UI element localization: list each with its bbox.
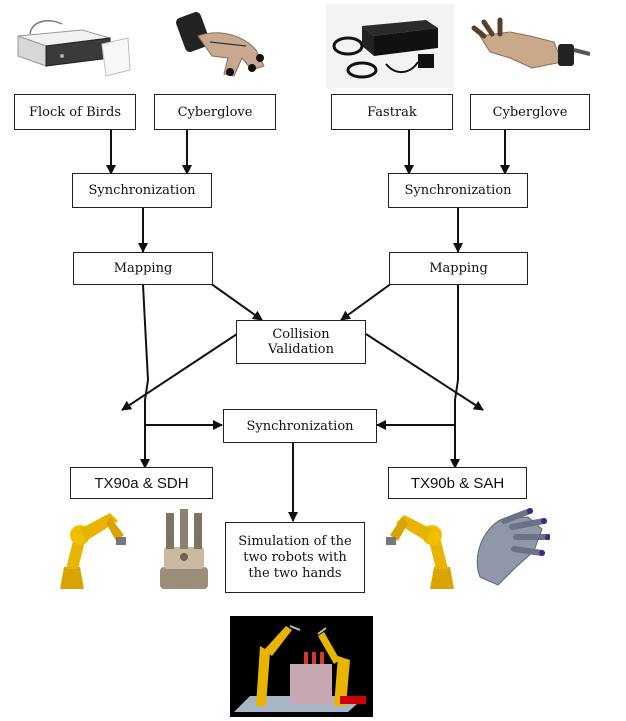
sync-left-box: Synchronization — [72, 173, 212, 208]
cyberglove-left-box: Cyberglove — [154, 94, 276, 130]
cyberglove-right-box: Cyberglove — [470, 94, 590, 130]
mapping-right-box: Mapping — [389, 252, 528, 285]
arrow-mapping-right-down — [450, 285, 460, 469]
simulation-label-line3: the two hands — [248, 565, 342, 581]
sync-right-label: Synchronization — [404, 183, 512, 198]
collision-validation-box: Collision Validation — [236, 320, 366, 364]
robot-right-box: TX90b & SAH — [388, 467, 527, 499]
sync-left-label: Synchronization — [88, 183, 196, 198]
sync-right-box: Synchronization — [388, 173, 528, 208]
robot-right-label: TX90b & SAH — [410, 474, 505, 492]
arrow-collision-to-right — [365, 333, 484, 411]
sync-center-label: Synchronization — [246, 418, 354, 434]
cyberglove-left-image — [176, 12, 265, 77]
sync-center-box: Synchronization — [223, 409, 377, 443]
robot-left-box: TX90a & SDH — [70, 467, 213, 499]
cyberglove-right-label: Cyberglove — [492, 104, 568, 120]
sdh-gripper-image — [160, 509, 208, 589]
simulation-label-line2: two robots with — [243, 549, 347, 565]
mapping-left-box: Mapping — [73, 252, 213, 285]
simulation-screenshot-image — [230, 616, 373, 717]
mapping-right-label: Mapping — [429, 261, 488, 276]
mapping-left-label: Mapping — [113, 261, 173, 276]
fastrak-box: Fastrak — [331, 94, 453, 130]
simulation-label-line1: Simulation of the — [238, 533, 352, 549]
cyberglove-right-image — [471, 17, 590, 69]
arrow-mapping-left-to-collision — [209, 282, 263, 321]
sah-hand-image — [476, 508, 550, 586]
collision-label-line1: Collision — [272, 327, 330, 342]
fastrak-label: Fastrak — [367, 104, 417, 120]
simulation-box: Simulation of the two robots with the tw… — [225, 522, 365, 593]
flock-of-birds-device-image — [17, 20, 131, 77]
fastrak-device-image — [326, 4, 454, 88]
arrow-collision-to-left — [121, 333, 238, 411]
robot-arm-left-image — [60, 513, 126, 589]
collision-label-line2: Validation — [268, 342, 334, 357]
flock-of-birds-label: Flock of Birds — [29, 104, 121, 120]
robot-left-label: TX90a & SDH — [94, 474, 189, 492]
arrow-mapping-left-down — [140, 284, 150, 469]
cyberglove-left-label: Cyberglove — [177, 104, 253, 120]
arrow-mapping-right-to-collision — [340, 282, 393, 321]
robot-arm-right-image — [386, 515, 454, 589]
flock-of-birds-box: Flock of Birds — [14, 94, 136, 130]
